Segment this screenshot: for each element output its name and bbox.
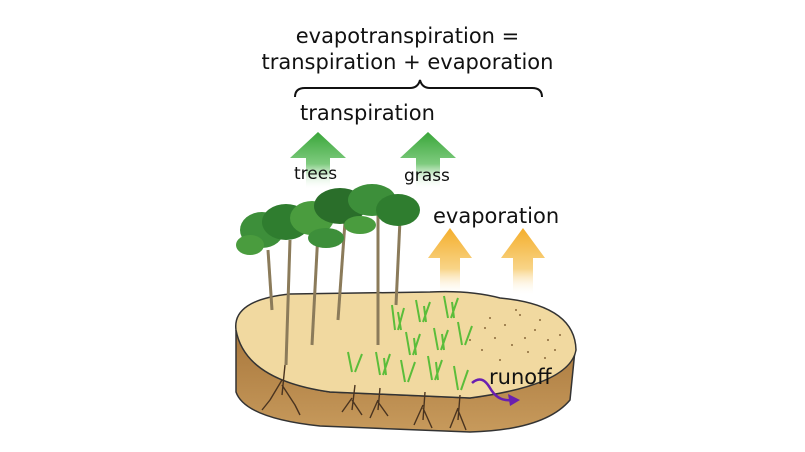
grass-blades [347,295,473,391]
evaporation-arrow-right [501,228,545,296]
tree-foliage [236,184,420,255]
transpiration-arrow-grass [400,132,456,190]
equation-line-2: transpiration + evaporation [261,50,554,74]
runoff-label: runoff [489,365,552,389]
evaporation-arrow-left [428,228,472,296]
trees-label: trees [294,164,338,184]
equation-line-1: evapotranspiration = [295,24,520,48]
transpiration-arrow-trees [290,132,346,190]
sand-speckles [469,309,561,361]
transpiration-label: transpiration [300,101,435,125]
runoff-arrow [471,378,520,406]
evaporation-label: evaporation [433,204,560,228]
brace [294,79,543,98]
roots [261,364,467,431]
grass-label: grass [404,166,450,186]
